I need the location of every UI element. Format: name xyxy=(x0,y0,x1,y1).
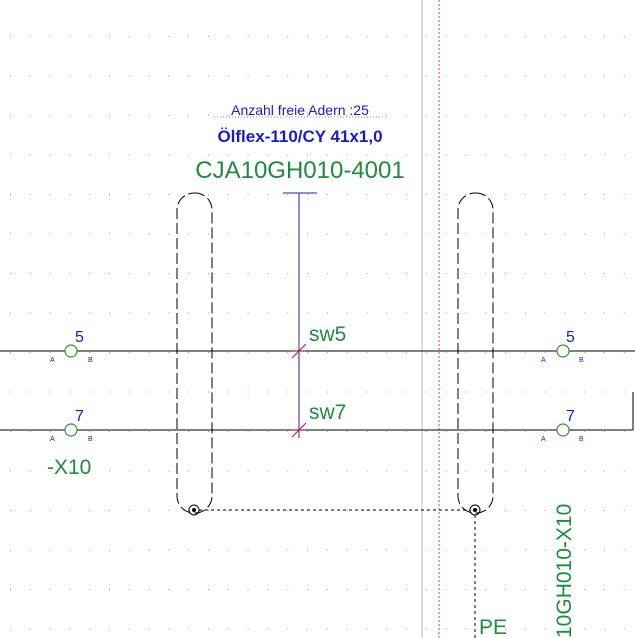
terminal-side-a: A xyxy=(541,357,546,364)
cable-id-label[interactable]: CJA10GH010-4001 xyxy=(195,157,404,184)
terminal-side-a: A xyxy=(50,357,55,364)
shield-right[interactable] xyxy=(457,192,494,514)
terminal-right-lower[interactable]: 7 A B xyxy=(541,408,584,443)
pe-label: PE xyxy=(479,616,507,638)
cable-type-label: Ölflex-110/CY 41x1,0 xyxy=(217,127,382,146)
terminal-side-b: B xyxy=(579,436,584,443)
terminal-side-a: A xyxy=(541,436,546,443)
terminal-number: 7 xyxy=(75,408,84,425)
shield-right-ground-icon xyxy=(469,504,481,516)
cable-free-cores-label: Anzahl freie Adern :25 xyxy=(231,102,369,118)
terminal-side-b: B xyxy=(88,357,93,364)
terminal-side-a: A xyxy=(50,436,55,443)
terminal-number: 5 xyxy=(75,329,84,346)
strip-label-right[interactable]: 10GH010-X10 xyxy=(553,504,576,638)
wire-label-sw7: sw7 xyxy=(309,401,346,424)
crossing-sw5 xyxy=(291,343,307,359)
terminal-left-lower[interactable]: 7 A B xyxy=(50,408,93,443)
terminal-side-b: B xyxy=(579,357,584,364)
terminal-number: 7 xyxy=(566,408,575,425)
shield-left[interactable] xyxy=(176,192,213,514)
terminal-side-b: B xyxy=(88,436,93,443)
crossing-sw7 xyxy=(291,422,307,438)
terminal-number: 5 xyxy=(566,329,575,346)
terminal-left-upper[interactable]: 5 A B xyxy=(50,329,93,364)
terminal-right-upper[interactable]: 5 A B xyxy=(541,329,584,364)
grid-dots xyxy=(10,36,625,630)
strip-label-left[interactable]: -X10 xyxy=(47,456,91,479)
wire-label-sw5: sw5 xyxy=(309,323,346,346)
shield-left-ground-icon xyxy=(188,504,200,516)
